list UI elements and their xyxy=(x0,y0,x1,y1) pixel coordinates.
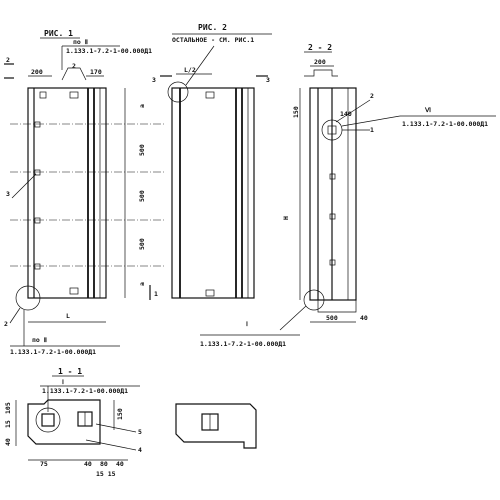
section22-dim-150: 150 xyxy=(292,106,300,118)
fig1-dim-200: 200 xyxy=(31,68,43,76)
section22-ref-VI: Ⅵ xyxy=(424,106,431,114)
section11-dim-105: 105 xyxy=(4,402,12,414)
fig1-top-lug-1 xyxy=(39,91,47,99)
section22-embed-1 xyxy=(327,125,337,135)
section22-outline xyxy=(309,87,357,301)
fig2-ref-bottom-doc: 1.133.1-7.2-1-00.000Д1 xyxy=(200,340,286,348)
section11-bottom-dim-1: 40 xyxy=(84,460,92,468)
section11-ref-I: Ⅰ xyxy=(62,378,64,386)
fig1-vdim-a-top: а xyxy=(138,104,146,108)
section22-title: 2 - 2 xyxy=(308,43,332,52)
section22-dim-140: 140 xyxy=(340,110,352,118)
fig1-section-mark: 1 xyxy=(154,290,158,298)
section11-bottom-small: 15 15 xyxy=(96,470,116,478)
section11-group: 1 - 1 Ⅰ 1.133.1-7.2-1-00.000Д1 105 15 40… xyxy=(4,367,142,478)
section11-label-4: 4 xyxy=(138,446,142,454)
section11-label-5: 5 xyxy=(138,428,142,436)
section11-dim-75: 75 xyxy=(40,460,48,468)
fig1-ref-bottom: по Ⅱ xyxy=(32,336,47,344)
fig1-vdim-500-3: 500 xyxy=(138,238,146,250)
fig1-label-2b-leader xyxy=(9,307,21,324)
section22-label-2-leader xyxy=(335,99,371,123)
fig2-subtitle: ОСТАЛЬНОЕ - СМ. РИС.1 xyxy=(172,36,254,44)
fig1-embed-1 xyxy=(34,121,41,128)
fig1-dim-L: L xyxy=(66,312,70,320)
section11-bottom-dim-2: 80 xyxy=(100,460,108,468)
section22-label-2: 2 xyxy=(370,92,374,100)
section22-dim-40: 40 xyxy=(360,314,368,322)
section11-title: 1 - 1 xyxy=(58,367,82,376)
section11-detail-circle xyxy=(35,407,61,433)
section22-ref-VI-leader xyxy=(341,115,401,127)
fig1-detail-circle xyxy=(15,285,41,311)
fig2-panel-outline xyxy=(171,87,255,299)
fig2-bottom-lug xyxy=(205,289,215,297)
fig1-embed-2 xyxy=(34,169,41,176)
fig2-group: РИС. 2 ОСТАЛЬНОЕ - СМ. РИС.1 3 3 L/2 Ⅰ 1… xyxy=(152,23,300,348)
section22-group: 2 - 2 200 150 Н 140 2 1 Ⅵ 1.133.1-7.2-1-… xyxy=(279,43,496,331)
section22-ref-VI-doc: 1.133.1-7.2-1-00.000Д1 xyxy=(402,120,488,128)
section22-dim-200: 200 xyxy=(314,58,326,66)
fig2-title: РИС. 2 xyxy=(198,23,227,32)
section22-embed-4 xyxy=(329,259,336,266)
fig1-label-3: 3 xyxy=(6,190,10,198)
fig1-label-3-leader xyxy=(11,173,37,199)
fig1-label-2b: 2 xyxy=(4,320,8,328)
fig1-vdim-a-bottom: а xyxy=(138,282,146,286)
fig1-bottom-lug xyxy=(69,287,79,295)
fig2-detail-leader xyxy=(185,45,215,86)
fig1-ref-bottom-doc: 1.133.1-7.2-1-00.000Д1 xyxy=(10,348,96,356)
fig1-top-lug-2 xyxy=(69,91,79,99)
section22-label-1: 1 xyxy=(370,126,374,134)
fig2-top-lug xyxy=(205,91,215,99)
fig1-lifting-loop xyxy=(61,67,87,81)
fig1-ref-top: по Ⅱ xyxy=(73,38,88,46)
fig1-dim-170: 170 xyxy=(90,68,102,76)
section11-bottom-dim-3: 40 xyxy=(116,460,124,468)
fig2-section-mark-left: 3 xyxy=(152,76,156,84)
section-right-bottom xyxy=(175,403,257,449)
section-right-profile xyxy=(175,403,257,449)
section11-ref-I-doc: 1.133.1-7.2-1-00.000Д1 xyxy=(42,387,128,395)
fig2-section-mark-right: 3 xyxy=(266,76,270,84)
section22-bottom-leader xyxy=(279,305,307,331)
section22-dim-H: Н xyxy=(282,216,290,220)
section11-dim-15: 15 xyxy=(4,420,12,428)
fig1-title: РИС. 1 xyxy=(44,29,73,38)
fig2-dim-L2: L/2 xyxy=(184,66,196,74)
section22-bottom-circle xyxy=(303,289,325,311)
section11-profile xyxy=(27,399,101,445)
section22-embed-2 xyxy=(329,173,336,180)
fig1-embed-4 xyxy=(34,263,41,270)
fig1-embed-3 xyxy=(34,217,41,224)
section22-top-profile xyxy=(304,69,338,77)
fig1-label-2: 2 xyxy=(6,56,10,64)
fig2-detail-circle xyxy=(167,81,189,103)
section11-label-4-leader xyxy=(85,439,137,451)
section22-base-profile xyxy=(317,300,357,313)
section22-embed-3 xyxy=(329,213,336,220)
section11-label-5-leader xyxy=(95,423,137,433)
section11-embed-left xyxy=(41,413,55,427)
fig1-group: РИС. 1 по Ⅱ 1.133.1-7.2-1-00.000Д1 2 200… xyxy=(4,29,165,356)
fig1-ref-top-doc: 1.133.1-7.2-1-00.000Д1 xyxy=(66,47,152,55)
fig1-panel-outline xyxy=(27,87,107,299)
fig1-vdim-500-1: 500 xyxy=(138,144,146,156)
fig1-vdim-500-2: 500 xyxy=(138,190,146,202)
section22-dim-500: 500 xyxy=(326,314,338,322)
section11-dim-150: 150 xyxy=(116,408,124,420)
section11-dim-40: 40 xyxy=(4,438,12,446)
fig2-ref-bottom: Ⅰ xyxy=(246,320,248,328)
fig1-top-mark: 2 xyxy=(72,62,76,70)
